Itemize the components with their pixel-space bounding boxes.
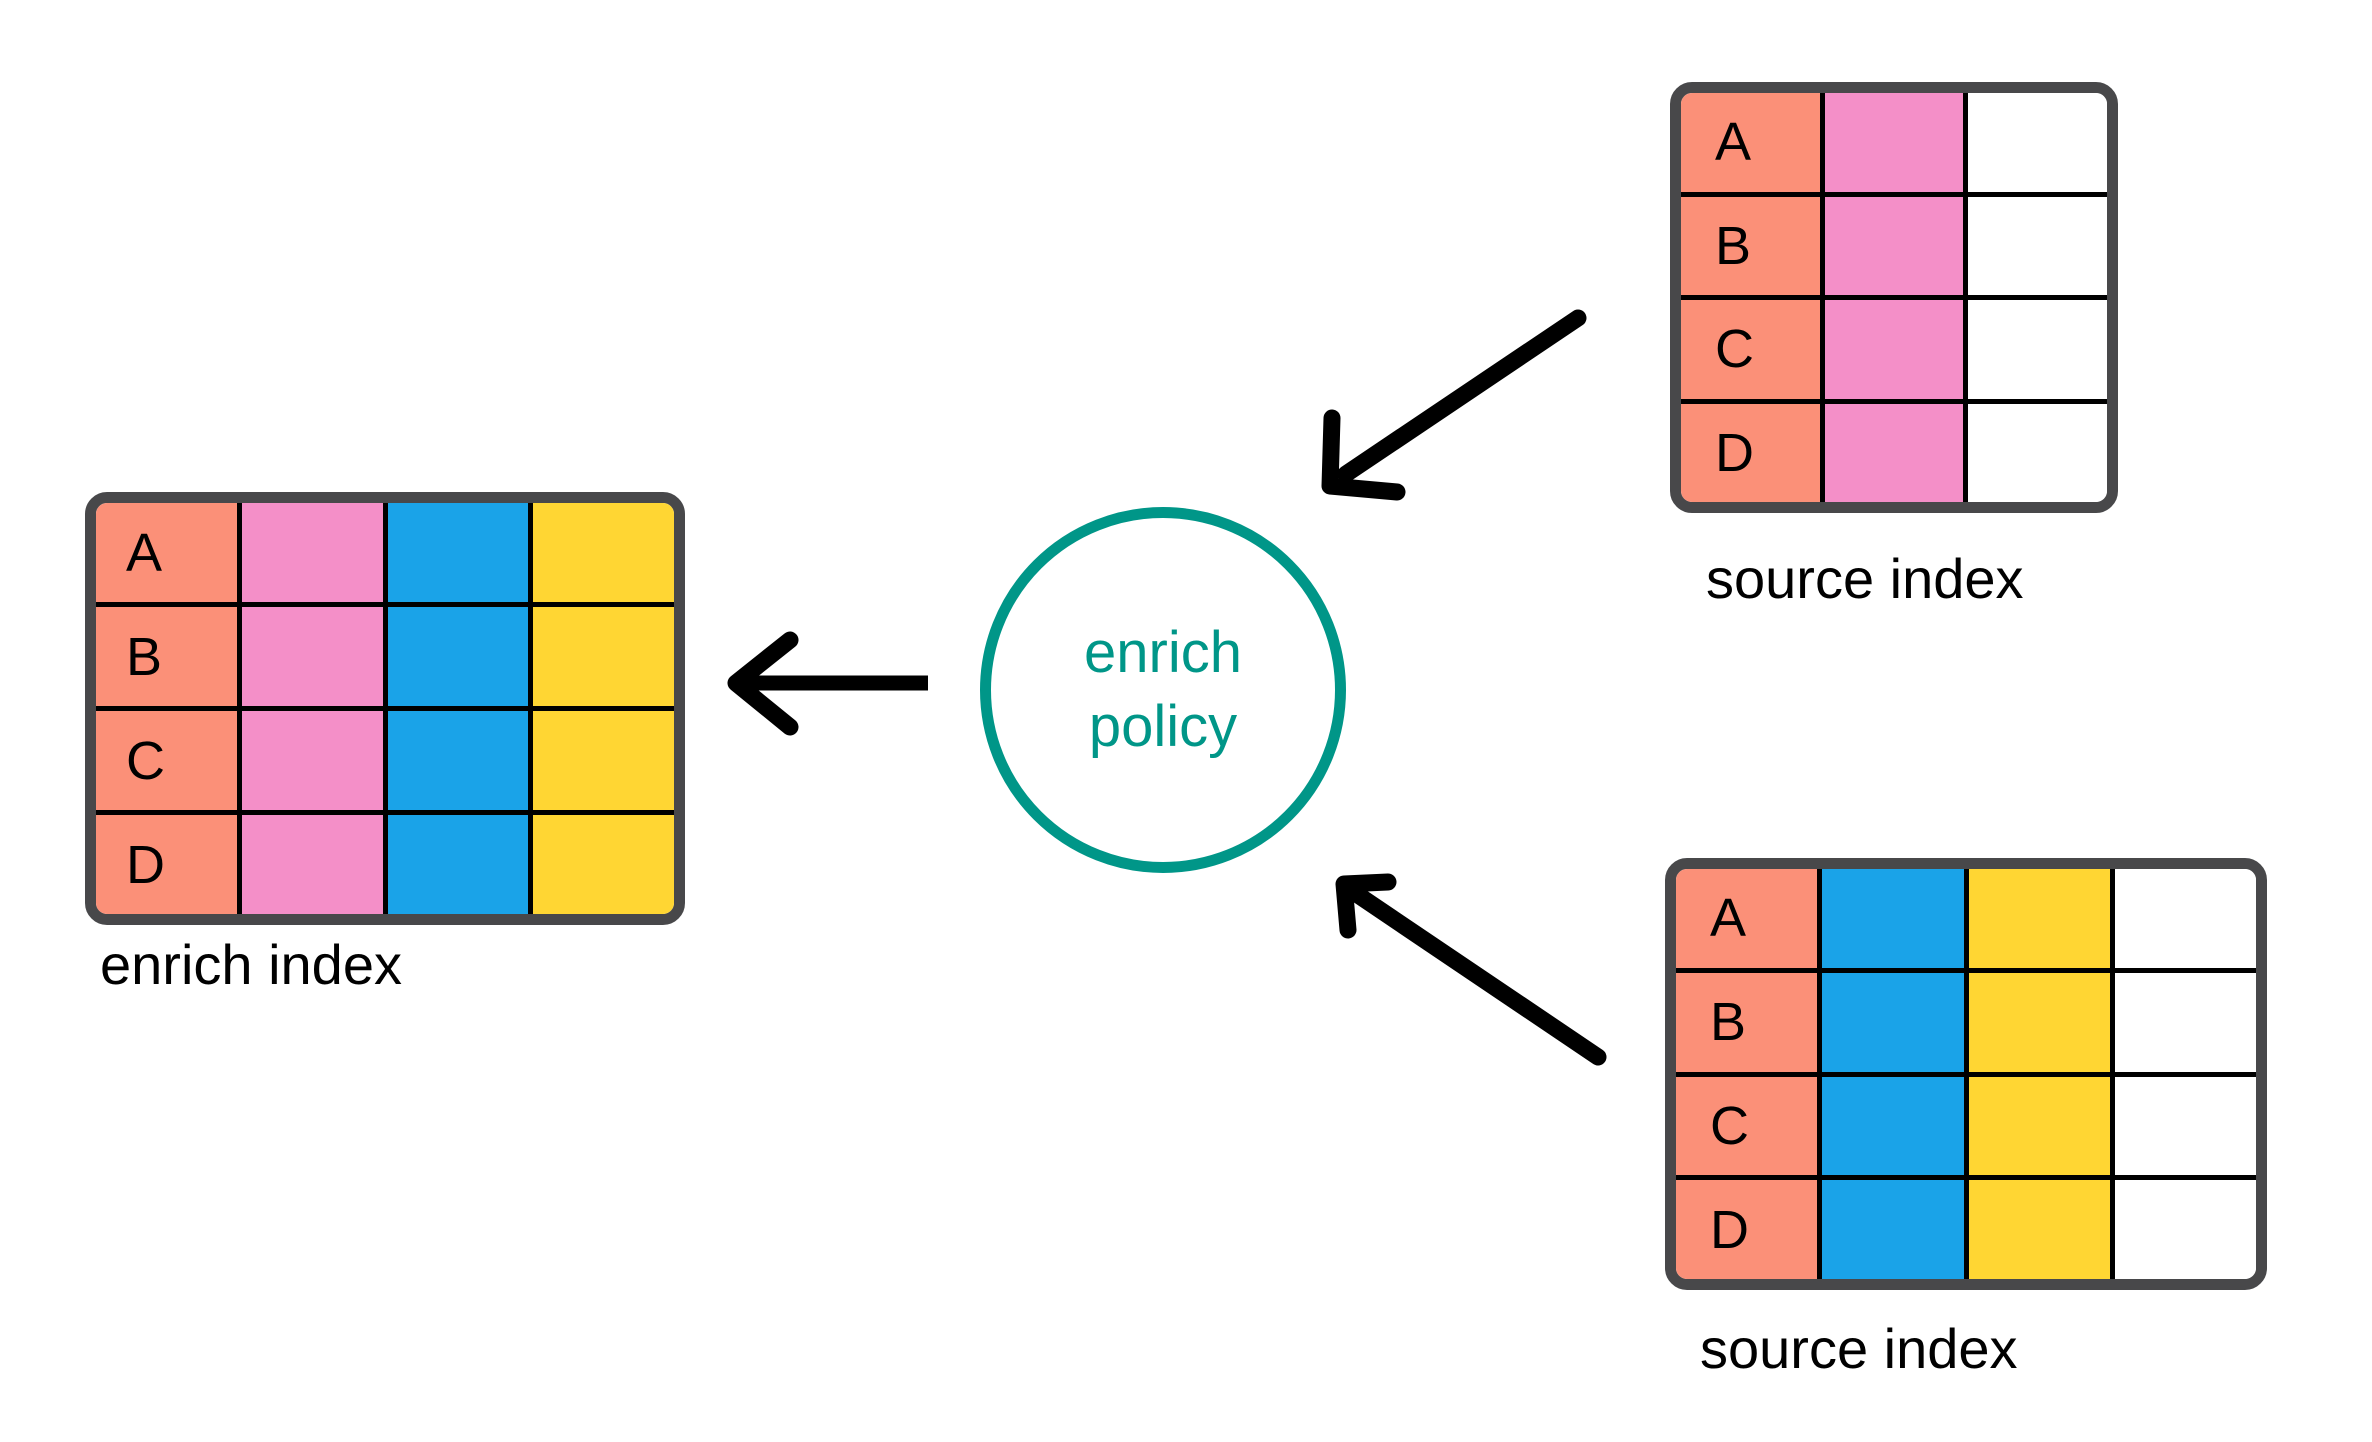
source-top-cell-key-a: A — [1681, 93, 1825, 192]
source-bottom-cell-blue-a — [1822, 869, 1969, 968]
table-row: B — [1676, 972, 2256, 1077]
cell-label: D — [1715, 422, 1754, 483]
source-top-cell-empty-a — [1968, 93, 2107, 192]
cell-label: A — [1715, 112, 1752, 173]
cell-label: C — [1710, 1095, 1749, 1156]
source-top-cell-empty-b — [1968, 196, 2107, 295]
table-row: B — [96, 607, 674, 711]
table-row: A — [96, 503, 674, 607]
enrich-cell-blue-d — [387, 815, 534, 914]
source-top-cell-empty-d — [1968, 403, 2107, 502]
enrich-cell-key-a: A — [96, 503, 242, 602]
source-bottom-cell-empty-d — [2114, 1180, 2256, 1279]
source-bottom-cell-yellow-c — [1968, 1076, 2115, 1176]
enrich-cell-blue-b — [387, 607, 534, 706]
source-top-cell-pink-a — [1824, 93, 1969, 192]
source-bottom-cell-yellow-d — [1968, 1180, 2115, 1279]
enrich-index-caption: enrich index — [100, 933, 402, 996]
table-row: D — [96, 815, 674, 914]
source-index-bottom-caption: source index — [1700, 1317, 2018, 1380]
arrow-source-top-to-policy — [1321, 309, 1587, 501]
arrow-policy-to-enrich-index — [727, 631, 928, 736]
cell-label: B — [1715, 215, 1752, 276]
enrich-cell-blue-c — [387, 711, 534, 810]
table-row: A — [1676, 869, 2256, 973]
source-bottom-cell-blue-b — [1822, 972, 1969, 1072]
cell-label: A — [1710, 888, 1747, 949]
source-bottom-cell-empty-c — [2114, 1076, 2256, 1176]
enrich-cell-key-c: C — [96, 711, 242, 810]
source-top-cell-key-b: B — [1681, 196, 1825, 295]
source-index-table-top: A B C D — [1670, 82, 2118, 513]
source-top-cell-empty-c — [1968, 300, 2107, 399]
source-bottom-cell-key-d: D — [1676, 1180, 1823, 1279]
enrich-cell-pink-d — [241, 815, 388, 914]
enrich-cell-key-b: B — [96, 607, 242, 706]
source-bottom-cell-blue-d — [1822, 1180, 1969, 1279]
enrich-cell-key-d: D — [96, 815, 242, 914]
source-bottom-cell-empty-b — [2114, 972, 2256, 1072]
cell-label: A — [126, 522, 163, 583]
source-bottom-cell-key-c: C — [1676, 1076, 1823, 1176]
source-top-cell-pink-b — [1824, 196, 1969, 295]
enrich-cell-yellow-d — [533, 815, 674, 914]
cell-label: D — [126, 834, 165, 895]
table-row: A — [1681, 93, 2107, 197]
enrich-cell-yellow-a — [533, 503, 674, 602]
enrich-policy-line-2: policy — [1088, 694, 1238, 759]
enrich-cell-pink-c — [241, 711, 388, 810]
source-top-cell-pink-d — [1824, 403, 1969, 502]
enrich-cell-blue-a — [387, 503, 534, 602]
source-bottom-cell-empty-a — [2114, 869, 2256, 968]
source-bottom-cell-key-a: A — [1676, 869, 1823, 968]
table-row: C — [96, 711, 674, 815]
source-top-cell-key-c: C — [1681, 300, 1825, 399]
source-top-cell-pink-c — [1824, 300, 1969, 399]
table-row: C — [1676, 1076, 2256, 1181]
source-bottom-cell-yellow-b — [1968, 972, 2115, 1072]
enrich-cell-pink-b — [241, 607, 388, 706]
arrow-source-bottom-to-policy — [1335, 873, 1607, 1066]
source-top-cell-key-d: D — [1681, 403, 1825, 502]
source-bottom-cell-blue-c — [1822, 1076, 1969, 1176]
cell-label: D — [1710, 1199, 1749, 1260]
source-index-top-caption: source index — [1706, 547, 2024, 610]
table-row: D — [1681, 403, 2107, 502]
cell-label: B — [1710, 992, 1747, 1053]
cell-label: C — [1715, 319, 1754, 380]
source-bottom-cell-key-b: B — [1676, 972, 1823, 1072]
table-row: C — [1681, 300, 2107, 404]
enrich-cell-yellow-c — [533, 711, 674, 810]
cell-label: C — [126, 730, 165, 791]
enrich-policy-node: enrich policy — [980, 507, 1346, 873]
source-index-table-bottom: A B C D — [1665, 858, 2267, 1290]
enrich-policy-line-1: enrich — [1084, 619, 1242, 685]
table-row: B — [1681, 196, 2107, 300]
enrich-index-table: A B C D — [85, 492, 685, 925]
enrich-cell-yellow-b — [533, 607, 674, 706]
cell-label: B — [126, 626, 163, 687]
table-row: D — [1676, 1180, 2256, 1279]
enrich-cell-pink-a — [241, 503, 388, 602]
source-bottom-cell-yellow-a — [1968, 869, 2115, 968]
